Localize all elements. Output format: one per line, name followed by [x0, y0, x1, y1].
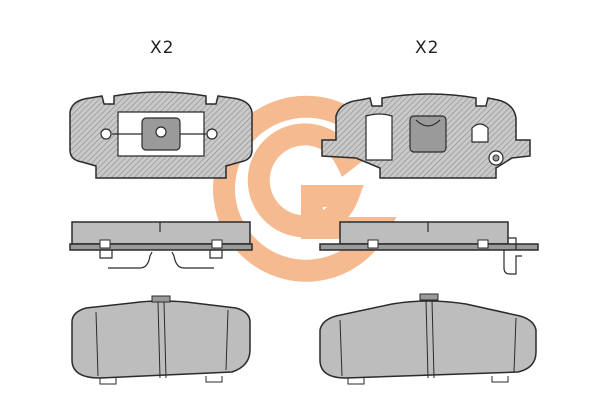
left-side-plate: [69, 243, 253, 251]
left-pin-hole-1: [100, 128, 112, 140]
left-side-tabs: [99, 250, 223, 259]
left-pad-friction-face: [71, 295, 251, 385]
right-side-plate: [319, 243, 539, 251]
left-clip-hole: [155, 126, 167, 138]
quantity-label-right: X2: [415, 38, 440, 58]
left-side-spring: [108, 251, 214, 269]
right-clip-block: [409, 115, 447, 153]
quantity-label-left: X2: [150, 38, 175, 58]
right-side-wear-clip: [503, 237, 522, 275]
left-pad-back-view: [69, 91, 253, 179]
right-pad-back-view: [321, 93, 531, 179]
left-pad-side-view: [69, 221, 253, 269]
left-pin-hole-2: [206, 128, 218, 140]
right-pad-side-view: [319, 221, 539, 275]
left-friction-material: [71, 300, 251, 379]
right-friction-material: [319, 300, 537, 379]
right-back-window-left: [365, 113, 393, 161]
right-pad-friction-face: [319, 293, 537, 385]
left-side-friction: [71, 221, 251, 245]
